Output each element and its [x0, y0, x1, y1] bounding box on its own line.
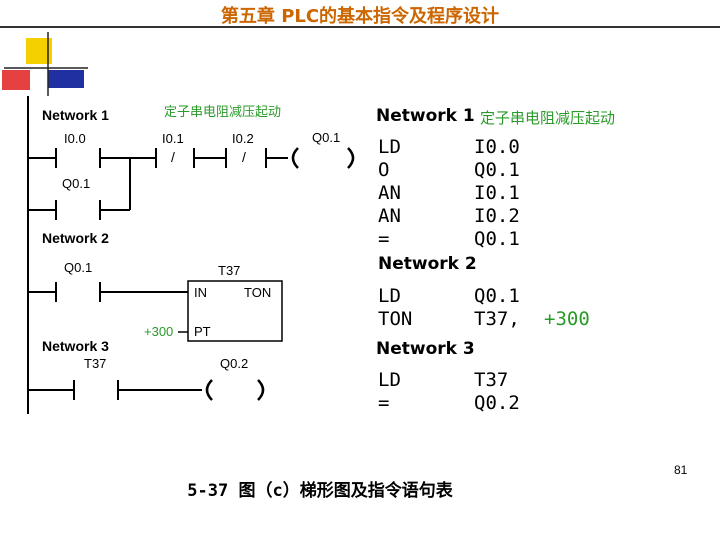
il-op: = [378, 228, 390, 250]
il-arg: T37, [474, 308, 520, 330]
ladder-network2-label: Network 2 [42, 230, 109, 246]
coil-q01: Q0.1 [291, 130, 355, 169]
timer-t37-label: T37 [218, 263, 240, 278]
ladder-network1-comment: 定子串电阻减压起动 [164, 104, 281, 119]
coil-q02: Q0.2 [205, 356, 265, 401]
il-op: AN [378, 205, 401, 227]
il-arg: T37 [474, 369, 509, 391]
il-op: LD [378, 285, 401, 307]
coil-q01-label: Q0.1 [312, 130, 340, 145]
il-arg: Q0.1 [474, 159, 520, 181]
il-arg: I0.1 [474, 182, 520, 204]
il-network2-label: Network 2 [378, 254, 477, 274]
slide-title: 第五章 PLC的基本指令及程序设计 [220, 6, 500, 27]
timer-t37-block: T37 IN TON PT [187, 263, 283, 342]
contact-q01-n2-label: Q0.1 [64, 260, 92, 275]
contact-q01-n2: Q0.1 [55, 260, 101, 302]
timer-in-label: IN [194, 285, 207, 300]
contact-i01: I0.1 / [155, 131, 195, 168]
contact-i01-label: I0.1 [162, 131, 184, 146]
il-arg: I0.0 [474, 136, 520, 158]
contact-i02: I0.2 / [225, 131, 267, 168]
ladder-network3-label: Network 3 [42, 338, 109, 354]
timer-ton-label: TON [244, 285, 271, 300]
il-network3-label: Network 3 [376, 339, 475, 359]
il-op: TON [378, 308, 413, 330]
figure-caption: 5-37 图（c）梯形图及指令语句表 [187, 481, 453, 501]
il-arg: Q0.2 [474, 392, 520, 414]
timer-preset-value: +300 [144, 324, 173, 339]
contact-i00-label: I0.0 [64, 131, 86, 146]
contact-i02-label: I0.2 [232, 131, 254, 146]
contact-i00: I0.0 [55, 131, 101, 168]
ladder-network1-label: Network 1 [42, 107, 109, 123]
title-divider [0, 26, 720, 28]
il-op: AN [378, 182, 401, 204]
il-arg: Q0.1 [474, 285, 520, 307]
contact-t37: T37 [73, 356, 119, 400]
il-arg: Q0.1 [474, 228, 520, 250]
contact-q01-seal-label: Q0.1 [62, 176, 90, 191]
il-network1-label: Network 1 [376, 106, 475, 126]
contact-t37-label: T37 [84, 356, 106, 371]
il-op: O [378, 159, 390, 181]
timer-pt-label: PT [194, 324, 211, 339]
il-network1-comment: 定子串电阻减压起动 [480, 109, 616, 127]
ladder-diagram: Network 1 定子串电阻减压起动 I0.0 I0.1 / I0.2 / Q… [27, 96, 355, 414]
il-arg: I0.2 [474, 205, 520, 227]
il-op: LD [378, 136, 401, 158]
il-op: = [378, 392, 390, 414]
page-number: 81 [674, 463, 688, 477]
contact-i02-negation: / [242, 149, 246, 165]
il-op: LD [378, 369, 401, 391]
contact-i01-negation: / [171, 149, 175, 165]
contact-q01-seal: Q0.1 [55, 176, 101, 220]
corner-decoration [2, 32, 88, 96]
il-preset-value: +300 [544, 308, 590, 330]
coil-q02-label: Q0.2 [220, 356, 248, 371]
